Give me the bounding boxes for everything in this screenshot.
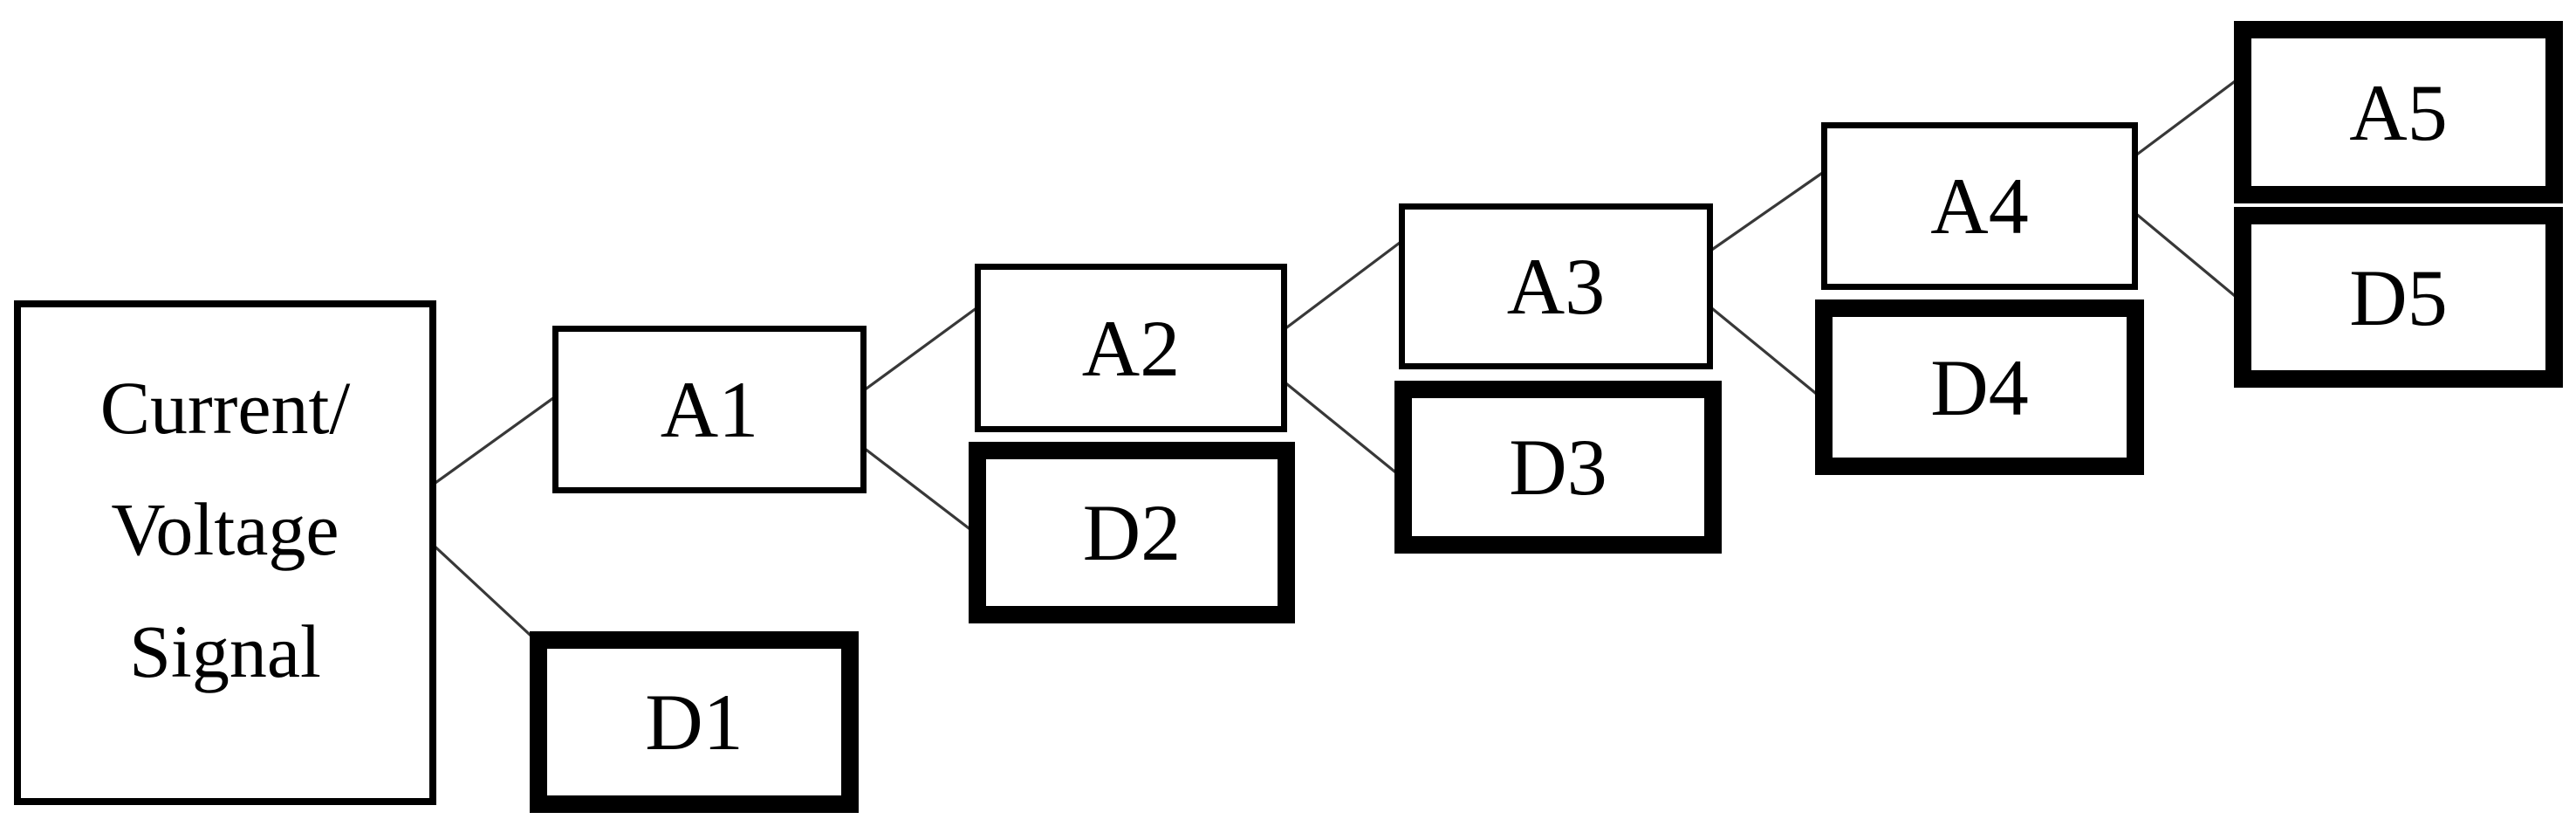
node-d4: D4 <box>1815 299 2144 475</box>
node-d5: D5 <box>2234 207 2563 388</box>
node-signal: Current/ Voltage Signal <box>14 300 436 805</box>
node-signal-label: Current/ Voltage Signal <box>99 366 351 693</box>
node-d3: D3 <box>1394 381 1722 554</box>
node-a2: A2 <box>975 264 1287 432</box>
edge-a3-a4 <box>1706 166 1831 255</box>
node-a3: A3 <box>1399 203 1713 369</box>
node-a1: A1 <box>552 326 867 493</box>
node-a2-label: A2 <box>1081 303 1181 393</box>
node-a5-label: A5 <box>2349 67 2448 157</box>
edge-a2-d3 <box>1281 379 1405 480</box>
edge-signal-d1 <box>428 540 541 645</box>
node-a1-label: A1 <box>660 365 759 454</box>
node-d4-label: D4 <box>1930 342 2029 432</box>
edge-a4-d5 <box>2129 208 2246 306</box>
node-a5: A5 <box>2234 21 2563 203</box>
edge-a2-a3 <box>1280 236 1408 334</box>
node-d1: D1 <box>530 631 859 813</box>
edge-a1-a2 <box>860 301 984 395</box>
node-a4: A4 <box>1821 122 2138 290</box>
edge-a1-d2 <box>860 444 980 538</box>
edge-a4-a5 <box>2130 72 2245 161</box>
node-d5-label: D5 <box>2349 252 2448 342</box>
node-d1-label: D1 <box>645 678 743 767</box>
edge-a3-d4 <box>1707 304 1826 402</box>
node-a4-label: A4 <box>1930 162 2029 251</box>
node-d2: D2 <box>969 442 1295 623</box>
node-a3-label: A3 <box>1506 242 1606 331</box>
edge-signal-a1 <box>428 389 564 489</box>
node-d3-label: D3 <box>1509 423 1607 512</box>
node-d2-label: D2 <box>1082 488 1182 577</box>
